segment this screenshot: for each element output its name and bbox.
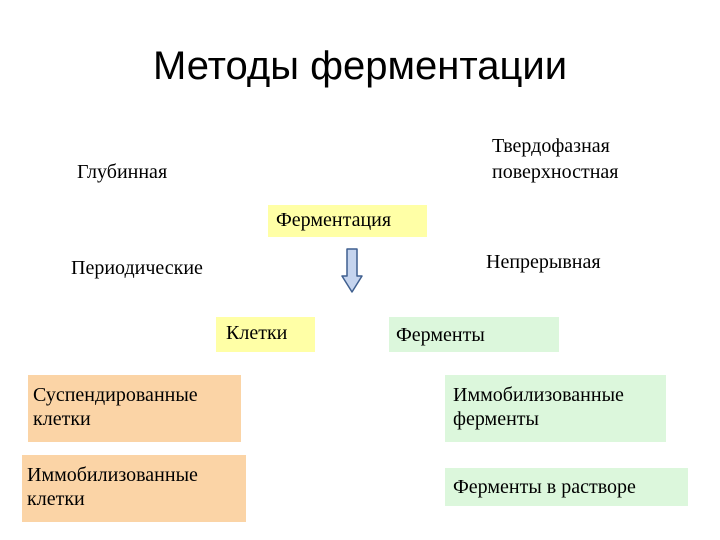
immobilized-enzymes-line2: ферменты [453, 408, 539, 430]
suspended-cells-line2: клетки [33, 408, 91, 430]
suspended-cells-line1: Суспендированные [33, 384, 198, 406]
immobilized-cells-line1: Иммобилизованные [27, 464, 198, 486]
enzymes-box: Ферменты [389, 317, 559, 352]
enzymes-in-solution-box: Ферменты в растворе [445, 468, 688, 506]
label-solid-phase-line1: Твердофазная [492, 135, 610, 157]
cells-box: Клетки [216, 317, 315, 352]
label-deep: Глубинная [77, 161, 168, 183]
immobilized-enzymes-line1: Иммобилизованные [453, 384, 624, 406]
label-periodic: Периодические [71, 257, 203, 279]
immobilized-enzymes-box: Иммобилизованные ферменты [445, 375, 666, 442]
immobilized-cells-line2: клетки [27, 488, 85, 510]
cells-label: Клетки [226, 322, 288, 344]
enzymes-in-solution-label: Ферменты в растворе [453, 476, 636, 498]
suspended-cells-box: Суспендированные клетки [28, 375, 241, 442]
fermentation-label: Ферментация [276, 209, 392, 231]
label-continuous: Непрерывная [486, 251, 601, 273]
immobilized-cells-box: Иммобилизованные клетки [22, 455, 246, 522]
label-solid-phase-line2: поверхностная [492, 161, 619, 183]
slide-title: Методы ферментации [152, 44, 568, 88]
fermentation-box: Ферментация [268, 205, 427, 237]
enzymes-label: Ферменты [396, 324, 485, 346]
down-arrow-icon [341, 248, 363, 293]
